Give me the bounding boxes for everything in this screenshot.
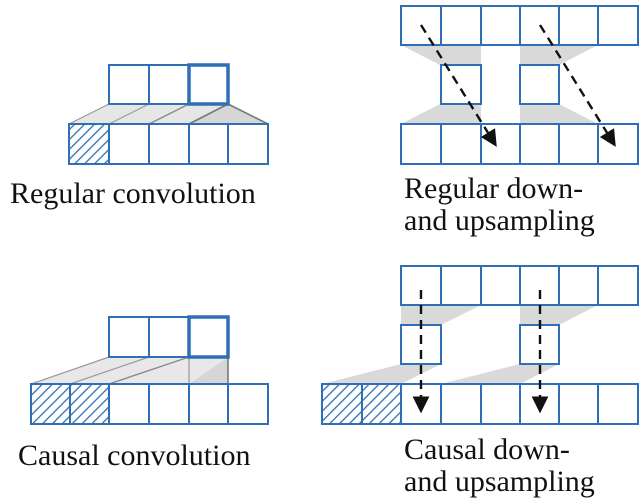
sequence-cell	[597, 5, 639, 46]
highlighted-output-cell	[187, 63, 230, 106]
downsampling-fan	[401, 305, 481, 325]
sequence-cell	[597, 265, 639, 306]
sequence-cell	[558, 123, 599, 165]
highlighted-output-cell	[187, 315, 230, 359]
fan-edge	[148, 103, 190, 125]
receptive-field-fan	[189, 104, 268, 124]
input-cell	[227, 123, 269, 165]
top-row	[400, 5, 639, 46]
sequence-cell	[480, 383, 521, 425]
top-row	[400, 265, 639, 306]
causal-sampling-caption-line2: and upsampling	[404, 465, 595, 498]
input-cell	[148, 123, 190, 165]
upsampling-fan	[322, 364, 441, 384]
sequence-cell	[558, 5, 599, 46]
output-cell	[108, 316, 150, 358]
input-cell	[188, 383, 229, 425]
regular-convolution-caption: Regular convolution	[10, 177, 256, 210]
regular-sampling-panel	[400, 5, 639, 165]
bottom-row	[400, 123, 639, 165]
downsampled-cell	[440, 64, 482, 105]
output-cell	[108, 64, 150, 105]
sequence-cell	[400, 265, 442, 306]
causal-convolution-caption: Causal convolution	[18, 439, 251, 472]
sequence-cell	[400, 123, 442, 165]
padding-cell	[321, 383, 363, 425]
regular-sampling-caption-line1: Regular down-	[404, 172, 584, 205]
fan-edge	[68, 103, 110, 125]
sequence-cell	[558, 383, 599, 425]
fan-edge	[227, 103, 269, 125]
receptive-field-fan	[31, 357, 228, 384]
output-row	[108, 315, 230, 359]
padding-cell	[69, 383, 110, 425]
causal-sampling-panel	[321, 265, 639, 425]
output-row	[108, 63, 230, 106]
regular-sampling-caption-line2: and upsampling	[404, 204, 595, 237]
input-cell	[148, 383, 190, 425]
information-flow-arrow	[538, 24, 616, 147]
fan-edge	[108, 356, 190, 385]
causal-sampling-caption-line1: Causal down-	[404, 433, 570, 466]
padding-cell	[30, 383, 71, 425]
fan-edge	[188, 103, 229, 125]
upsampling-fan	[401, 104, 481, 124]
sequence-cell	[519, 123, 560, 165]
bottom-row	[321, 383, 639, 425]
fan-edge	[30, 356, 110, 385]
sequence-cell	[519, 265, 560, 306]
padding-cell	[68, 123, 110, 165]
sequence-cell	[480, 5, 521, 46]
sequence-cell	[597, 383, 639, 425]
middle-row	[400, 324, 560, 365]
middle-row	[440, 64, 560, 105]
regular-convolution-panel	[68, 63, 269, 165]
sequence-cell	[480, 265, 521, 306]
sequence-cell	[440, 383, 482, 425]
information-flow-arrow	[419, 24, 497, 147]
input-row	[30, 383, 269, 425]
input-cell	[108, 383, 150, 425]
causal-convolution-panel	[30, 315, 269, 425]
input-cell	[227, 383, 269, 425]
sequence-cell	[440, 265, 482, 306]
output-cell	[148, 316, 190, 358]
sequence-cell	[440, 123, 482, 165]
sequence-cell	[558, 265, 599, 306]
downsampling-fan	[520, 305, 598, 325]
receptive-field-fan	[189, 357, 228, 384]
padding-cell	[361, 383, 402, 425]
input-cell	[188, 123, 229, 165]
receptive-field-fan	[69, 104, 228, 124]
upsampling-fan	[520, 104, 598, 124]
fan-edge	[69, 356, 150, 385]
fan-edge	[108, 103, 150, 125]
sequence-cell	[440, 5, 482, 46]
input-row	[68, 123, 269, 165]
upsampling-fan	[441, 364, 559, 384]
downsampled-cell	[519, 64, 560, 105]
input-cell	[108, 123, 150, 165]
output-cell	[148, 64, 190, 105]
